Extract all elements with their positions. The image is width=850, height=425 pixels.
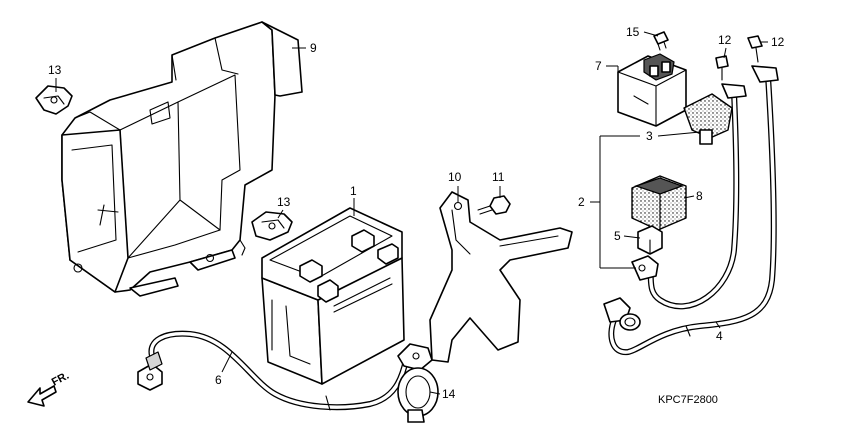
connector-5: [637, 225, 663, 255]
callout-8: 8: [696, 189, 703, 203]
starter-cable-4: [603, 65, 779, 356]
battery-stay-10: [429, 191, 573, 363]
fuse-15: [653, 31, 669, 51]
callout-15: 15: [626, 25, 640, 39]
callout-2: 2: [578, 195, 585, 209]
diagram-code: KPC7F2800: [658, 394, 718, 406]
callout-3: 3: [646, 129, 653, 143]
forward-direction-label: FR.: [50, 370, 71, 389]
starter-relay-7: [617, 53, 687, 127]
callout-13-upper: 13: [48, 63, 62, 77]
relay-cover-8: [631, 175, 687, 231]
forward-arrow-icon: [27, 385, 57, 407]
negative-cable-6: [137, 330, 433, 411]
callout-7: 7: [595, 59, 602, 73]
callout-numbers: 9 13 13 1 10 11 6 14 15 7 12 12 3 8 2 5 …: [48, 25, 785, 401]
battery-box: [61, 21, 303, 297]
callout-9: 9: [310, 41, 317, 55]
bolt-12-left: [715, 55, 729, 81]
callout-10: 10: [448, 170, 462, 184]
callout-4: 4: [716, 329, 723, 343]
cable-clamp-14: [397, 367, 439, 423]
callout-5: 5: [614, 229, 621, 243]
callout-12-right: 12: [771, 35, 785, 49]
callout-6: 6: [215, 373, 222, 387]
starter-cable-2: [631, 83, 747, 310]
callout-13-lower: 13: [277, 195, 291, 209]
bolt-12-right: [747, 35, 763, 63]
callout-1: 1: [350, 184, 357, 198]
callout-11: 11: [492, 170, 505, 184]
leader-lines: [55, 31, 768, 395]
battery: [261, 207, 405, 385]
clip-13-upper: [35, 85, 73, 115]
bolt-11: [477, 195, 511, 215]
clip-13-lower: [251, 211, 293, 241]
callout-14: 14: [442, 387, 456, 401]
callout-12-left: 12: [718, 33, 732, 47]
relay-cover-3: [683, 93, 733, 145]
